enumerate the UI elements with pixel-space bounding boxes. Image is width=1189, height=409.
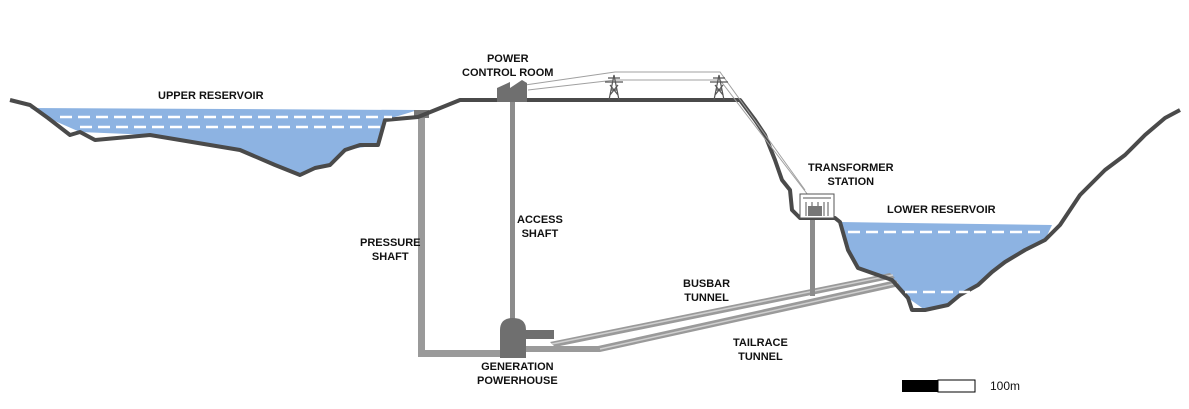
upper-reservoir-water [30,108,418,175]
tailrace-tunnel-label: TAILRACE TUNNEL [733,337,788,363]
access-shaft [510,100,515,330]
power-lines [524,71,806,191]
scale-bar [902,379,976,393]
upper-reservoir-label: UPPER RESERVOIR [158,90,264,102]
busbar-tunnel-label: BUSBAR TUNNEL [683,278,731,304]
powerhouse-icon [500,318,554,358]
scale-bar-label: 100m [990,379,1021,393]
transformer-icon [799,193,835,219]
control-building-icon [497,80,527,102]
pressure-shaft [414,110,508,357]
lower-reservoir-water [840,222,1052,310]
lower-reservoir-label: LOWER RESERVOIR [887,204,996,216]
transmission-tower-icon [605,74,623,101]
transmission-tower-icon [710,74,728,101]
ground-profile [9,98,1181,312]
cable-shaft [810,216,815,296]
tailrace-tunnel [520,280,900,352]
generation-powerhouse-label: GENERATION POWERHOUSE [477,361,558,387]
busbar-tunnel [550,273,895,347]
power-control-room-label: POWER CONTROL ROOM [462,53,554,79]
access-shaft-label: ACCESS SHAFT [517,214,563,240]
pressure-shaft-label: PRESSURE SHAFT [360,237,421,263]
transformer-station-label: TRANSFORMER STATION [808,162,894,188]
